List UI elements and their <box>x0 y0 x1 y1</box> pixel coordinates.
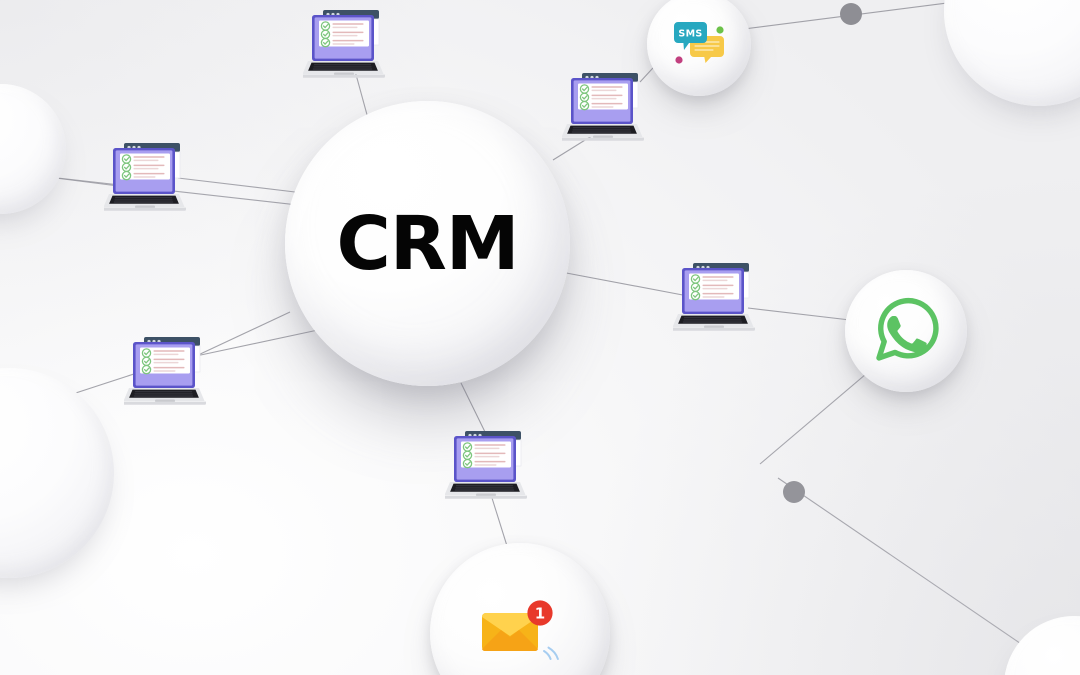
envelope-icon: 1 <box>478 599 562 667</box>
sms-chat-bubbles-icon: SMS <box>670 18 728 70</box>
laptop-node-top-left[interactable] <box>104 137 192 219</box>
laptop-node-top-center[interactable] <box>303 4 391 86</box>
laptop-node-bottom-center[interactable] <box>445 425 533 507</box>
svg-text:SMS: SMS <box>678 29 702 40</box>
crm-hub-node[interactable]: CRM <box>285 101 570 386</box>
laptop-node-top-right[interactable] <box>562 67 650 149</box>
edge-whatsapp-to-bottom-right <box>777 477 1031 651</box>
connector-dot-bottom-right <box>783 481 805 503</box>
edge-hub-to-laptop-top-left <box>177 177 296 193</box>
page-title: CRM <box>336 200 520 287</box>
edge-mid-left-long <box>195 329 319 357</box>
laptop-node-mid-right[interactable] <box>673 257 761 339</box>
edge-sms-to-top-right-dot <box>735 0 975 31</box>
sms-channel-node[interactable]: SMS SMS <box>647 0 751 96</box>
edge-hub-to-laptop-mid-right <box>560 271 689 297</box>
edge-laptop-mid-right-to-whatsapp <box>747 307 851 321</box>
email-channel-node[interactable]: 1 Email 1 <box>430 543 610 675</box>
whatsapp-channel-node[interactable]: WhatsApp <box>845 270 967 392</box>
connector-dot-top-right <box>840 3 862 25</box>
edge-hub-to-laptop-mid-left <box>195 311 291 357</box>
edge-hub-to-laptop-bottom-center <box>460 382 488 437</box>
email-badge-count: 1 <box>535 605 545 623</box>
whatsapp-icon <box>869 294 943 368</box>
laptop-node-mid-left[interactable] <box>124 331 212 413</box>
edge-whatsapp-diagonal-upper <box>759 373 867 465</box>
